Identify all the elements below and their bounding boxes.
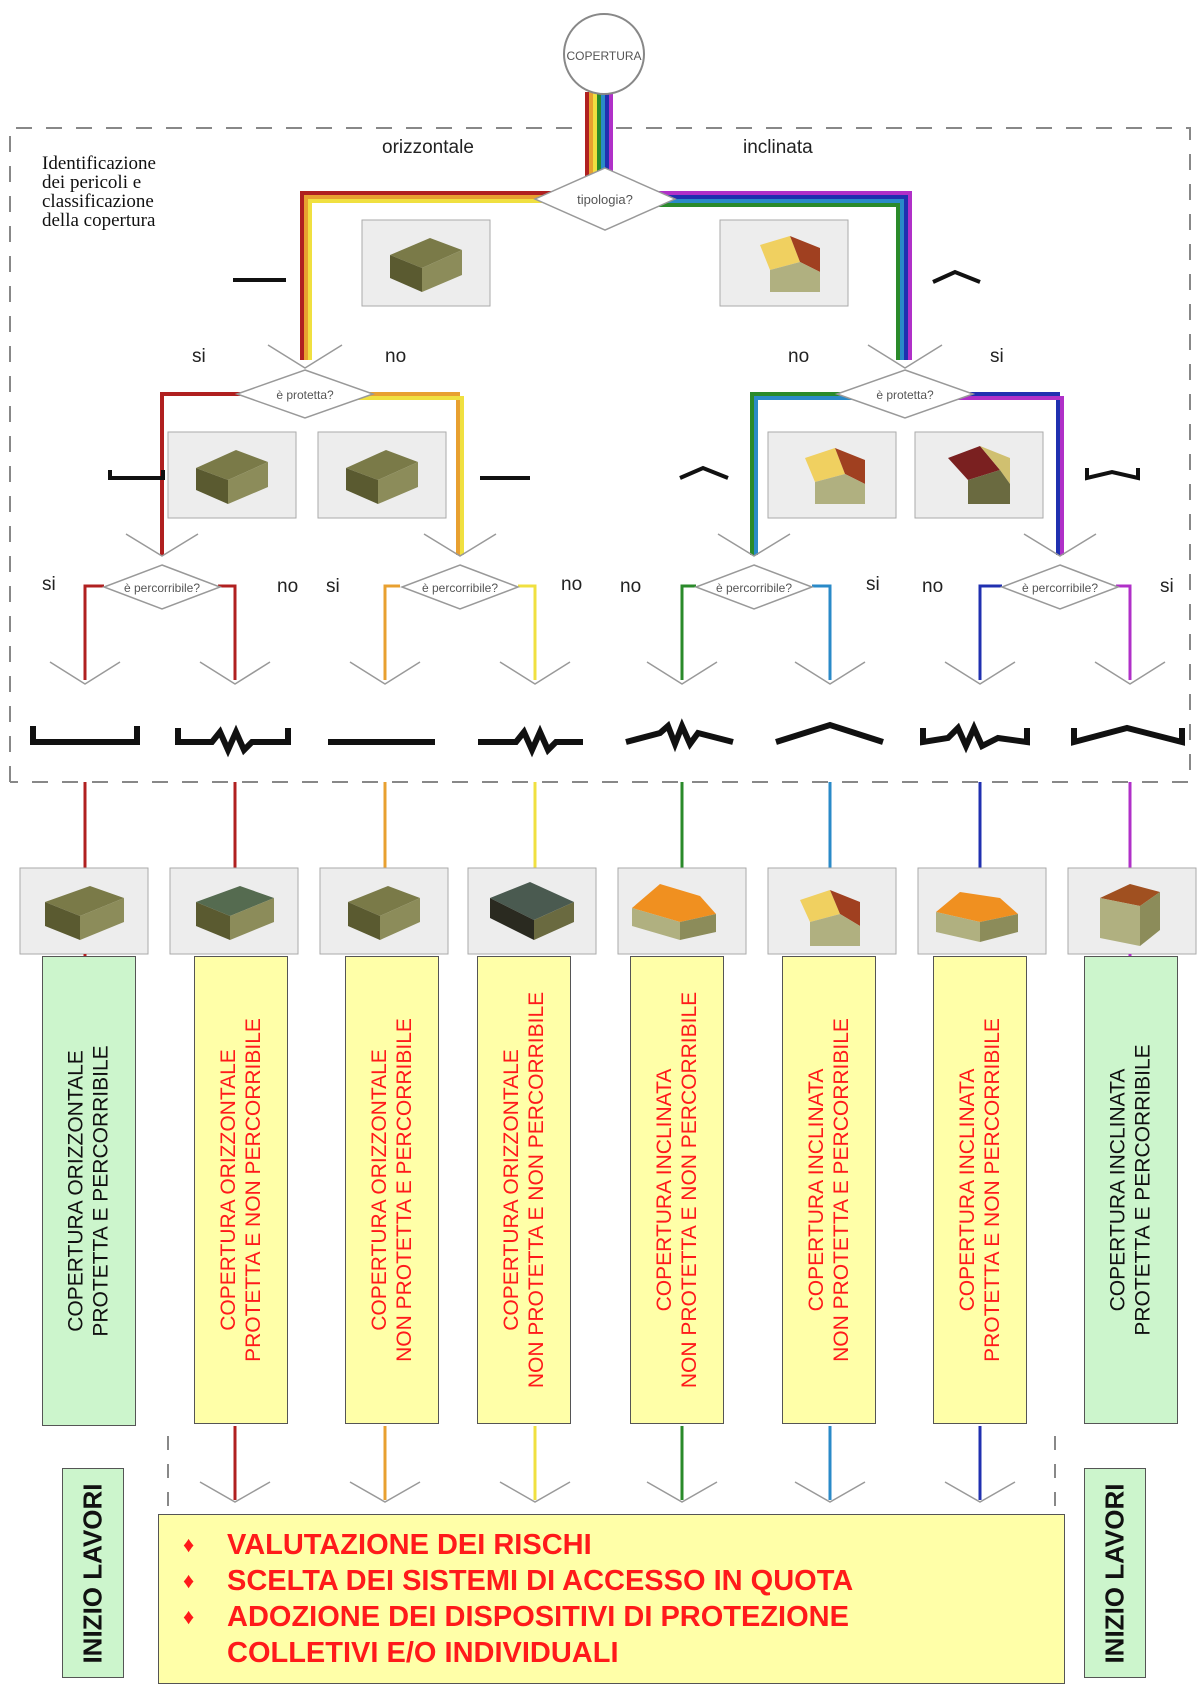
- inizio-lavori-label: INIZIO LAVORI: [77, 1482, 108, 1664]
- bullet-icon: ♦: [183, 1604, 195, 1629]
- outcome-line: COPERTURA INCLINATA: [956, 1068, 979, 1312]
- bundle-inclinata: [640, 191, 912, 360]
- rainbow-trunk: [585, 92, 613, 182]
- roof-profile-symbols: [30, 718, 1185, 758]
- inizio-lavori-left: INIZIO LAVORI: [62, 1468, 124, 1678]
- outcome-line: COPERTURA ORIZZONTALE: [217, 1049, 240, 1331]
- protetta-label-right: è protetta?: [876, 388, 934, 402]
- outcome-line: COPERTURA INCLINATA: [1107, 1068, 1130, 1312]
- inizio-lavori-label: INIZIO LAVORI: [1099, 1482, 1130, 1664]
- outcome-line: PROTETTA E PERCORRIBILE: [90, 1045, 113, 1337]
- action-text: ADOZIONE DEI DISPOSITIVI DI PROTEZIONE: [227, 1601, 849, 1633]
- outcome-line: NON PROTETTA E NON PERCORRIBILE: [525, 991, 548, 1389]
- bundle-orizzontale: [300, 191, 578, 360]
- branch-no: no: [922, 576, 944, 597]
- outcome-line: PROTETTA E NON PERCORRIBILE: [981, 1018, 1004, 1362]
- section-title-line: dei pericoli e: [42, 172, 142, 193]
- branch-no: no: [385, 346, 407, 367]
- percorribile-label-3: è percorribile?: [716, 581, 792, 595]
- outcome-line: COPERTURA ORIZZONTALE: [368, 1049, 391, 1331]
- action-text: VALUTAZIONE DEI RISCHI: [227, 1529, 592, 1561]
- upper-thumbnails: [167, 219, 1044, 519]
- outcome-line: COPERTURA INCLINATA: [653, 1068, 676, 1312]
- branch-no: no: [561, 574, 583, 595]
- action-item: COLLETIVI E/O INDIVIDUALI: [183, 1635, 1064, 1671]
- branch-no: no: [788, 346, 810, 367]
- protetta-label-left: è protetta?: [276, 388, 334, 402]
- branch-no: no: [620, 576, 642, 597]
- root-node: [563, 13, 645, 95]
- branch-si: si: [326, 576, 340, 597]
- section-title: Identificazione dei pericoli e classific…: [42, 154, 156, 230]
- section-title-line: della copertura: [42, 210, 156, 231]
- branch-orizzontale: orizzontale: [382, 137, 474, 158]
- branch-no: no: [277, 576, 299, 597]
- tipologia-diamond: [533, 167, 677, 231]
- branch-si: si: [990, 346, 1004, 367]
- action-item: ♦ VALUTAZIONE DEI RISCHI: [183, 1527, 1064, 1563]
- percorribile-diamond-4: [999, 564, 1121, 610]
- branch-si: si: [42, 574, 56, 595]
- outcome-line: COPERTURA ORIZZONTALE: [500, 1049, 523, 1331]
- percorribile-diamond-3: [693, 564, 815, 610]
- lower-connectors: [83, 782, 1132, 1500]
- bullet-icon: ♦: [183, 1532, 195, 1557]
- percorribile-label-2: è percorribile?: [422, 581, 498, 595]
- side-profile-symbols: [108, 269, 1140, 481]
- percorribile-label-4: è percorribile?: [1022, 581, 1098, 595]
- percorribile-diamond-2: [399, 564, 521, 610]
- branch-si: si: [866, 574, 880, 595]
- outcome-line: NON PROTETTA E NON PERCORRIBILE: [678, 991, 701, 1389]
- inizio-lavori-right: INIZIO LAVORI: [1084, 1468, 1146, 1678]
- action-item: ♦ ADOZIONE DEI DISPOSITIVI DI PROTEZIONE: [183, 1599, 1064, 1635]
- percorribile-diamond-1: [101, 564, 223, 610]
- action-text: COLLETIVI E/O INDIVIDUALI: [227, 1637, 619, 1669]
- branch-si: si: [1160, 576, 1174, 597]
- section-title-line: classificazione: [42, 191, 154, 212]
- protetta-diamond-left: [234, 369, 376, 419]
- percorribile-label-1: è percorribile?: [124, 581, 200, 595]
- outcome-line: COPERTURA ORIZZONTALE: [65, 1050, 88, 1332]
- outcome-line: PROTETTA E NON PERCORRIBILE: [242, 1018, 265, 1362]
- lower-dashes: [167, 1436, 1056, 1514]
- bullet-icon: ♦: [183, 1568, 195, 1593]
- tipologia-label: tipologia?: [577, 192, 633, 207]
- outcome-line: NON PROTETTA E PERCORRIBILE: [393, 1018, 416, 1362]
- lower-thumbnails: [19, 867, 1197, 955]
- protetta-diamond-right: [834, 369, 976, 419]
- action-text: SCELTA DEI SISTEMI DI ACCESSO IN QUOTA: [227, 1565, 854, 1597]
- section-frame: [9, 127, 1191, 783]
- action-item: ♦ SCELTA DEI SISTEMI DI ACCESSO IN QUOTA: [183, 1563, 1064, 1599]
- branch-si: si: [192, 346, 206, 367]
- section-title-line: Identificazione: [42, 153, 156, 174]
- branch-inclinata: inclinata: [743, 137, 813, 158]
- outcome-line: NON PROTETTA E PERCORRIBILE: [830, 1018, 853, 1362]
- actions-box: ♦ VALUTAZIONE DEI RISCHI ♦ SCELTA DEI SIST…: [158, 1514, 1065, 1684]
- outcome-line: COPERTURA INCLINATA: [805, 1068, 828, 1312]
- outcome-line: PROTETTA E PERCORRIBILE: [1132, 1044, 1155, 1336]
- root-label: COPERTURA: [566, 49, 641, 63]
